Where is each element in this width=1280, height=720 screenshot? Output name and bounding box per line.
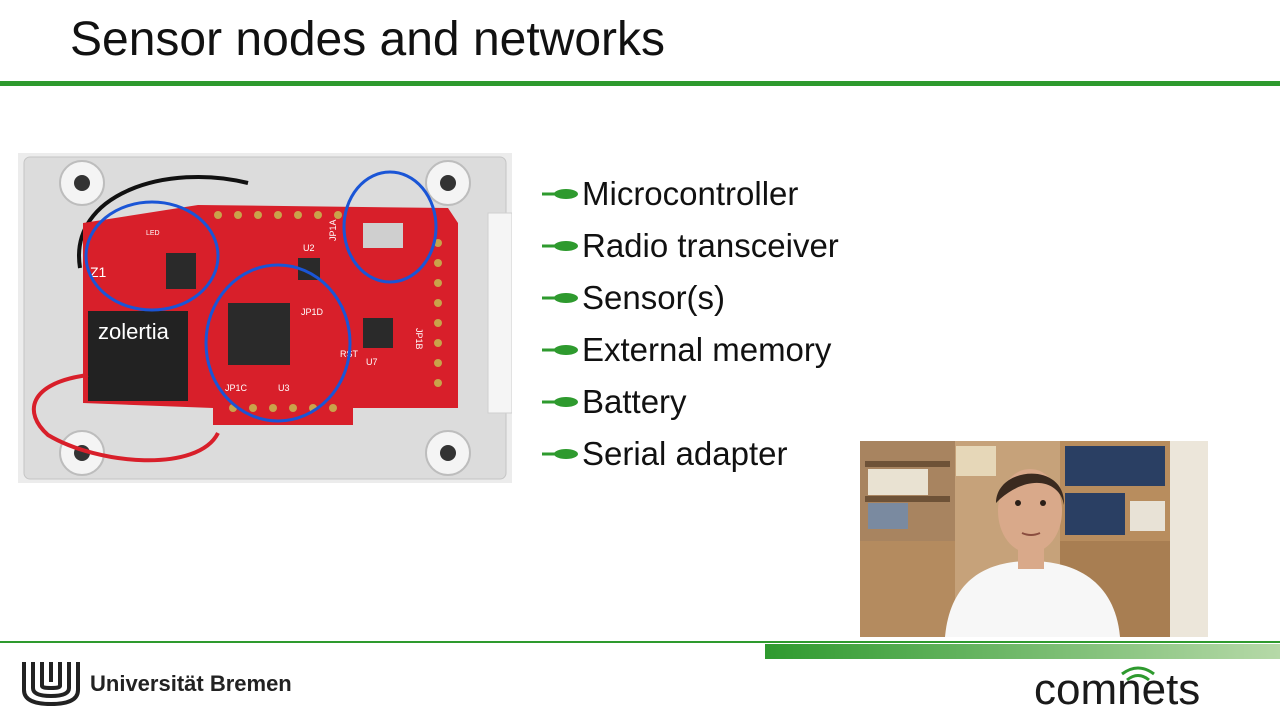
annotation-circle-microcontroller	[204, 263, 352, 423]
footer-gradient-bar	[765, 644, 1280, 659]
board-label-jp1d: JP1D	[301, 307, 324, 317]
leaf-arrow-icon	[542, 293, 578, 303]
bullet-item: Microcontroller	[540, 168, 839, 220]
bullet-text: Battery	[582, 383, 687, 420]
zolertia-brand-label: zolertia	[98, 319, 170, 344]
board-label-z1: Z1	[90, 264, 107, 280]
bullet-item: External memory	[540, 324, 839, 376]
bullet-list: Microcontroller Radio transceiver Sensor…	[540, 168, 839, 480]
university-logo-icon	[22, 662, 80, 707]
comnets-logo: comnets	[1034, 665, 1200, 714]
leaf-arrow-icon	[542, 345, 578, 355]
board-label-jp1c: JP1C	[225, 383, 248, 393]
bullet-item: Serial adapter	[540, 428, 839, 480]
board-label-u7: U7	[366, 357, 378, 367]
annotation-circle-usb	[342, 170, 438, 284]
sensor-node-photo: zolertia Z1 JP1A JP1B JP1C JP1D U2 U3 U7…	[18, 153, 512, 483]
board-label-jp1a: JP1A	[328, 219, 338, 241]
leaf-arrow-icon	[542, 189, 578, 199]
presenter-webcam	[860, 441, 1208, 637]
leaf-arrow-icon	[542, 241, 578, 251]
bullet-item: Battery	[540, 376, 839, 428]
bullet-item: Sensor(s)	[540, 272, 839, 324]
bullet-text: External memory	[582, 331, 832, 368]
board-label-jp1b: JP1B	[414, 328, 424, 350]
title-divider	[0, 81, 1280, 86]
footer-divider	[0, 641, 1280, 643]
slide-title: Sensor nodes and networks	[70, 13, 666, 66]
bullet-item: Radio transceiver	[540, 220, 839, 272]
annotation-circle-radio	[84, 200, 220, 312]
bullet-text: Microcontroller	[582, 175, 799, 212]
comnets-logo-text: comnets	[1034, 665, 1200, 714]
board-label-u3: U3	[278, 383, 290, 393]
leaf-arrow-icon	[542, 449, 578, 459]
board-label-led: LED	[146, 230, 160, 237]
bullet-text: Serial adapter	[582, 435, 788, 472]
board-label-u2: U2	[303, 243, 315, 253]
bullet-text: Sensor(s)	[582, 279, 726, 316]
university-name: Universität Bremen	[90, 671, 292, 696]
leaf-arrow-icon	[542, 397, 578, 407]
bullet-text: Radio transceiver	[582, 227, 839, 264]
